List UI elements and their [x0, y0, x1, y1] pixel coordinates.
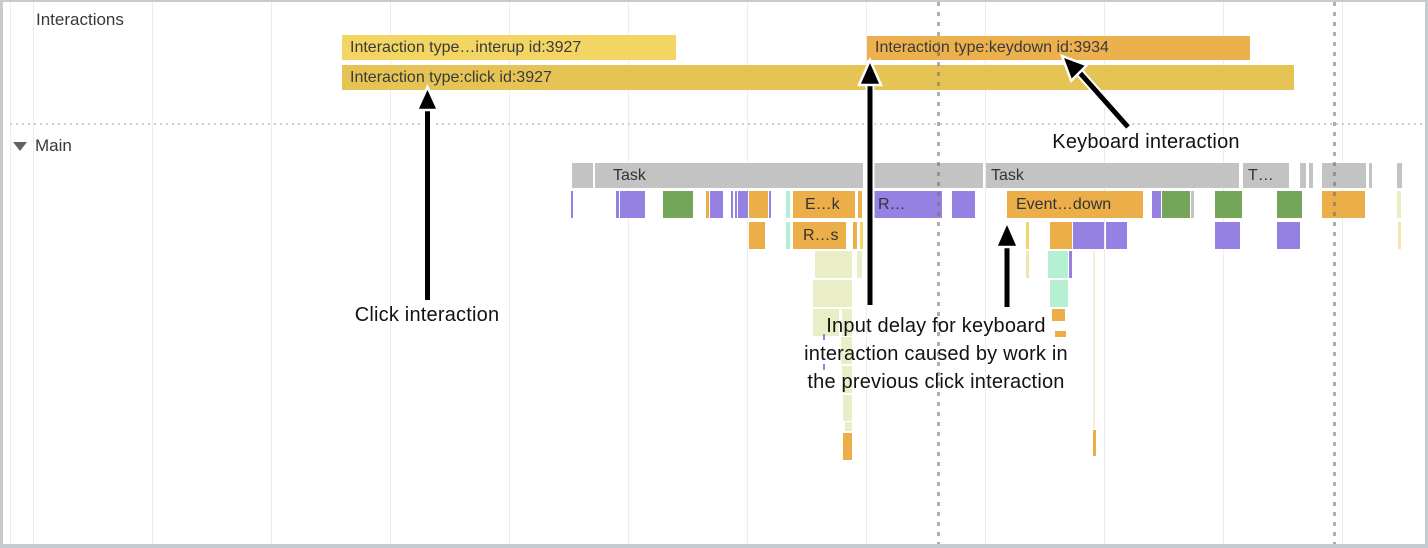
flame-segment[interactable]	[620, 191, 645, 218]
gridline	[985, 2, 986, 544]
flame-segment[interactable]	[1322, 163, 1366, 188]
flame-segment[interactable]	[813, 309, 839, 336]
flame-segment[interactable]	[1300, 163, 1306, 188]
flame-segment[interactable]	[860, 222, 863, 249]
flame-segment[interactable]	[572, 163, 593, 188]
flame-event-task[interactable]: Task	[986, 163, 1239, 188]
flame-segment[interactable]	[749, 191, 768, 218]
flame-segment[interactable]	[1152, 191, 1161, 218]
flame-segment[interactable]	[1322, 191, 1365, 218]
gridline	[1223, 2, 1224, 544]
annotation-input-delay: Input delay for keyboard interaction cau…	[804, 315, 1068, 393]
track-header-main[interactable]: Main	[13, 136, 72, 156]
flame-segment[interactable]	[813, 280, 852, 307]
flame-segment[interactable]	[706, 191, 709, 218]
flame-segment[interactable]	[1369, 163, 1372, 188]
flame-segment[interactable]	[841, 337, 852, 364]
flame-segment[interactable]	[1073, 222, 1104, 249]
flame-event-task[interactable]: Task	[595, 163, 863, 188]
flame-segment[interactable]	[1052, 309, 1065, 321]
annotation-keyboard-interaction: Keyboard interaction	[1052, 131, 1240, 153]
flame-segment[interactable]	[952, 191, 975, 218]
flame-segment[interactable]	[738, 191, 748, 218]
flame-segment[interactable]	[842, 309, 852, 336]
flame-segment[interactable]	[1093, 430, 1096, 456]
flame-segment[interactable]	[842, 366, 852, 393]
arrow-input-delay-event	[994, 218, 1020, 307]
gridline	[747, 2, 748, 544]
flame-segment[interactable]	[815, 251, 852, 278]
flame-segment[interactable]	[1106, 222, 1127, 249]
interaction-bar[interactable]: Interaction type…interup id:3927	[342, 35, 676, 60]
flame-segment[interactable]	[823, 364, 825, 370]
flame-segment[interactable]	[823, 334, 825, 340]
gridline	[390, 2, 391, 544]
gridline	[628, 2, 629, 544]
flame-segment[interactable]	[1277, 222, 1300, 249]
track-label-interactions[interactable]: Interactions	[36, 10, 124, 29]
flame-segment[interactable]	[786, 222, 790, 249]
gridline	[271, 2, 272, 544]
arrow-click-interaction	[415, 83, 440, 300]
track-label-main: Main	[35, 136, 72, 155]
flame-segment[interactable]	[1026, 251, 1029, 278]
dotted-guideline	[1333, 2, 1336, 544]
collapse-triangle-icon[interactable]	[13, 141, 27, 151]
flame-segment[interactable]	[616, 191, 619, 218]
flame-segment[interactable]	[1093, 251, 1095, 429]
flame-segment[interactable]	[735, 191, 737, 218]
flame-segment[interactable]	[1277, 191, 1302, 218]
flame-segment[interactable]	[1026, 222, 1029, 249]
flame-segment[interactable]	[1191, 191, 1194, 218]
annotation-click-interaction: Click interaction	[354, 304, 500, 326]
flame-segment[interactable]	[1069, 251, 1072, 278]
gridline	[509, 2, 510, 544]
flame-event-eventdown[interactable]: Event…down	[1007, 191, 1143, 218]
flame-segment[interactable]	[571, 191, 573, 218]
flame-segment[interactable]	[843, 433, 852, 460]
flame-segment[interactable]	[786, 191, 790, 218]
flame-segment[interactable]	[749, 222, 765, 249]
flame-event-t[interactable]: T…	[1243, 163, 1289, 188]
gridline	[1342, 2, 1343, 544]
flame-segment[interactable]	[1397, 191, 1401, 218]
flame-segment[interactable]	[866, 163, 983, 188]
flame-event-r[interactable]: R…	[866, 191, 942, 218]
flame-segment[interactable]	[1055, 331, 1066, 337]
flame-segment[interactable]	[663, 191, 693, 218]
gridline	[33, 2, 34, 544]
gridline	[1104, 2, 1105, 544]
track-separator	[10, 123, 1425, 125]
flame-event-ek[interactable]: E…k	[793, 191, 855, 218]
interaction-bar[interactable]: Interaction type:click id:3927	[342, 65, 1294, 90]
flame-segment[interactable]	[710, 191, 723, 218]
flame-segment[interactable]	[1215, 222, 1240, 249]
flame-segment[interactable]	[1397, 163, 1402, 188]
interaction-bar[interactable]: Interaction type:keydown id:3934	[867, 36, 1250, 60]
flame-segment[interactable]	[731, 191, 733, 218]
dotted-guideline	[937, 2, 940, 544]
flame-segment[interactable]	[858, 191, 862, 218]
flame-segment[interactable]	[853, 222, 857, 249]
flame-segment[interactable]	[1050, 222, 1072, 249]
gridline	[10, 2, 11, 544]
flame-segment[interactable]	[1050, 280, 1068, 307]
flame-event-rs[interactable]: R…s	[793, 222, 846, 249]
flame-segment[interactable]	[843, 395, 852, 421]
flame-segment[interactable]	[845, 422, 852, 431]
flame-segment[interactable]	[1309, 163, 1313, 188]
flame-segment[interactable]	[857, 251, 862, 278]
flame-segment[interactable]	[1398, 222, 1401, 249]
gridline	[152, 2, 153, 544]
flame-segment[interactable]	[1215, 191, 1242, 218]
flame-segment[interactable]	[1048, 251, 1068, 278]
flame-segment[interactable]	[769, 191, 771, 218]
flame-segment[interactable]	[1162, 191, 1190, 218]
